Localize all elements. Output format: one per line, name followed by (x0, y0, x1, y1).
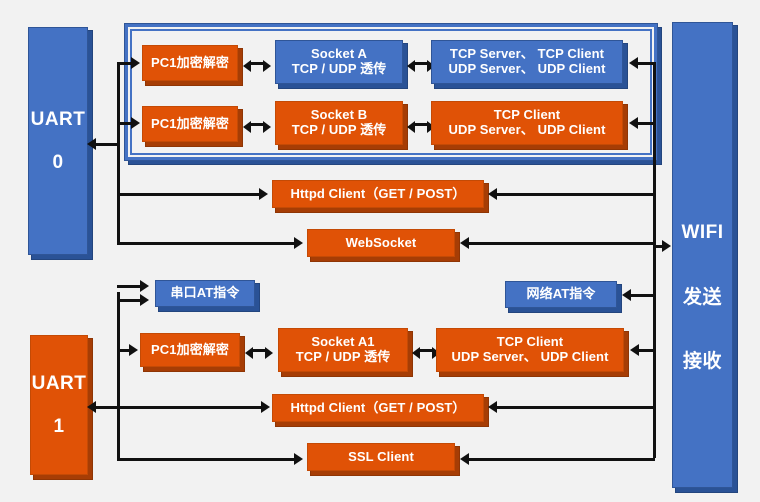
serial-at-in-line-lower (117, 299, 142, 302)
uart0-rail[interactable]: UART 0 (28, 27, 88, 255)
uart1-httpd-shared-line (96, 406, 263, 409)
wifi-to-uart1-network-line (639, 349, 655, 352)
uart0-return-arrowhead (87, 138, 96, 150)
uart0-row2-arrow-crypto-socket (243, 118, 271, 133)
uart0-httpd-out-arrowhead (259, 188, 268, 200)
wifi-to-websocket-line (469, 242, 655, 245)
wifi-to-network-at-line (631, 294, 655, 297)
uart1-httpd-out-arrowhead (261, 401, 270, 413)
uart0-row1-arrow-crypto-socket (243, 57, 271, 72)
wifi-to-row2-arrowhead (629, 117, 638, 129)
uart0-row2-socket-label: Socket B TCP / UDP 透传 (291, 107, 387, 137)
uart0-websocket-out-arrowhead (294, 237, 303, 249)
wifi-label-send: 发送 (682, 286, 722, 308)
uart0-row2-crypto-label: PC1加密解密 (151, 115, 229, 131)
uart0-row2-network-label: TCP Client UDP Server、 UDP Client (448, 107, 606, 137)
uart0-row1-crypto-box[interactable]: PC1加密解密 (142, 45, 238, 81)
uart0-row1-network-box[interactable]: TCP Server、 TCP Client UDP Server、 UDP C… (431, 40, 623, 84)
uart0-websocket-label: WebSocket (345, 234, 417, 250)
uart1-crypto-box[interactable]: PC1加密解密 (140, 333, 240, 367)
uart0-label-line1: UART (30, 109, 86, 131)
wifi-to-uart1-httpd-arrowhead (488, 401, 497, 413)
uart0-return-line (96, 143, 119, 146)
uart1-network-box[interactable]: TCP Client UDP Server、 UDP Client (436, 328, 624, 372)
uart0-row1-crypto-label: PC1加密解密 (151, 54, 229, 70)
uart0-row1-network-label: TCP Server、 TCP Client UDP Server、 UDP C… (448, 46, 606, 76)
uart0-websocket-out-line (117, 242, 296, 245)
uart0-row2-socket-box[interactable]: Socket B TCP / UDP 透传 (275, 101, 403, 145)
uart0-row1-socket-label: Socket A TCP / UDP 透传 (291, 46, 387, 76)
network-at-command-label: 网络AT指令 (526, 286, 596, 302)
wifi-to-uart1-httpd-line (497, 406, 655, 409)
uart0-httpd-client-box[interactable]: Httpd Client（GET / POST） (272, 180, 484, 208)
uart1-rail[interactable]: UART 1 (30, 335, 88, 475)
serial-at-command-box[interactable]: 串口AT指令 (155, 280, 255, 307)
uart1-arrow-crypto-socket (245, 344, 273, 359)
wifi-to-websocket-arrowhead (460, 237, 469, 249)
uart1-branch-crypto-line (117, 349, 131, 352)
wifi-to-ssl-line (469, 458, 655, 461)
uart1-ssl-out-arrowhead (294, 453, 303, 465)
network-at-command-box[interactable]: 网络AT指令 (505, 281, 617, 308)
wifi-to-ssl-arrowhead (460, 453, 469, 465)
serial-at-in-arrowhead-upper (140, 280, 149, 292)
wifi-to-uart0-httpd-arrowhead (488, 188, 497, 200)
wifi-rail[interactable]: WIFI 发送 接收 (672, 22, 733, 488)
uart1-return-arrowhead (87, 401, 96, 413)
uart1-httpd-client-label: Httpd Client（GET / POST） (290, 399, 466, 415)
wifi-label-line1: WIFI (681, 222, 724, 244)
uart0-websocket-box[interactable]: WebSocket (307, 229, 455, 257)
uart0-httpd-client-label: Httpd Client（GET / POST） (290, 185, 466, 201)
uart0-row2-crypto-box[interactable]: PC1加密解密 (142, 106, 238, 142)
uart0-label-line2: 0 (52, 151, 64, 173)
uart1-label-line1: UART (31, 373, 87, 395)
wifi-trunk-vertical-lower (653, 260, 656, 458)
uart0-branch-row1-arrowhead (131, 57, 140, 69)
wifi-inbound-arrowhead (662, 240, 671, 252)
uart1-socket-box[interactable]: Socket A1 TCP / UDP 透传 (278, 328, 408, 372)
uart1-socket-label: Socket A1 TCP / UDP 透传 (295, 334, 391, 364)
uart0-branch-row1 (117, 62, 133, 65)
uart0-row1-socket-box[interactable]: Socket A TCP / UDP 透传 (275, 40, 403, 84)
uart1-branch-crypto-arrowhead (129, 344, 138, 356)
wifi-to-uart1-network-arrowhead (630, 344, 639, 356)
uart1-httpd-client-box[interactable]: Httpd Client（GET / POST） (272, 394, 484, 422)
uart1-crypto-label: PC1加密解密 (151, 341, 229, 357)
serial-at-in-line-upper (117, 285, 142, 288)
uart0-trunk-vertical (117, 62, 120, 245)
serial-at-command-label: 串口AT指令 (170, 285, 240, 301)
wifi-to-row2-line (638, 122, 655, 125)
uart0-httpd-out-line (117, 193, 261, 196)
wifi-to-uart0-httpd-line (497, 193, 655, 196)
serial-at-in-arrowhead-lower (140, 294, 149, 306)
wifi-label-receive: 接收 (682, 351, 722, 373)
uart1-ssl-out-line (117, 458, 296, 461)
uart1-ssl-client-box[interactable]: SSL Client (307, 443, 455, 471)
wifi-inbound-line (653, 245, 665, 248)
uart1-network-label: TCP Client UDP Server、 UDP Client (451, 334, 609, 364)
uart0-row2-network-box[interactable]: TCP Client UDP Server、 UDP Client (431, 101, 623, 145)
uart1-trunk-vertical (117, 292, 120, 461)
wifi-trunk-vertical-upper (653, 62, 656, 260)
uart1-label-line2: 1 (53, 415, 65, 437)
uart0-branch-row2 (117, 122, 133, 125)
uart0-branch-row2-arrowhead (131, 117, 140, 129)
uart1-ssl-client-label: SSL Client (348, 448, 414, 464)
wifi-to-network-at-arrowhead (622, 289, 631, 301)
wifi-to-row1-line (638, 62, 655, 65)
wifi-to-row1-arrowhead (629, 57, 638, 69)
